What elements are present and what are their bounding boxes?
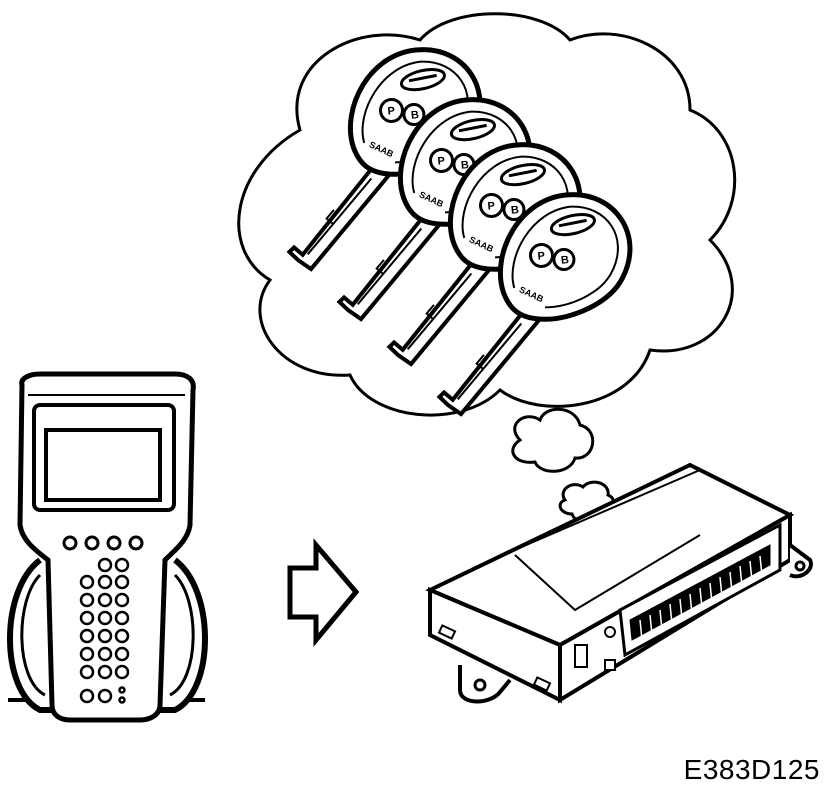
key-button-left-label: P <box>487 200 495 213</box>
key-button-right-label: B <box>461 159 470 172</box>
car-key-icon: SAAB P B <box>273 45 493 271</box>
key-button-right-label: B <box>411 109 420 122</box>
diagnostic-tester-icon <box>7 371 208 723</box>
key-1: SAAB P B <box>273 45 493 271</box>
key-button-left-label: P <box>387 105 395 118</box>
key-2: SAAB P B <box>323 95 543 321</box>
car-key-icon: SAAB P B <box>323 95 543 321</box>
key-button-right-label: B <box>511 204 520 217</box>
control-module-icon <box>425 462 813 704</box>
figure-code-label: E383D125 <box>683 754 820 785</box>
key-4: SAAB P B <box>423 190 643 416</box>
car-key-icon: SAAB P B <box>373 140 593 366</box>
car-key-icon: SAAB P B <box>423 190 643 416</box>
key-button-right-label: B <box>561 254 570 267</box>
key-button-left-label: P <box>537 250 545 263</box>
key-3: SAAB P B <box>373 140 593 366</box>
key-button-left-label: P <box>437 155 445 168</box>
arrow-right-icon <box>287 538 360 647</box>
